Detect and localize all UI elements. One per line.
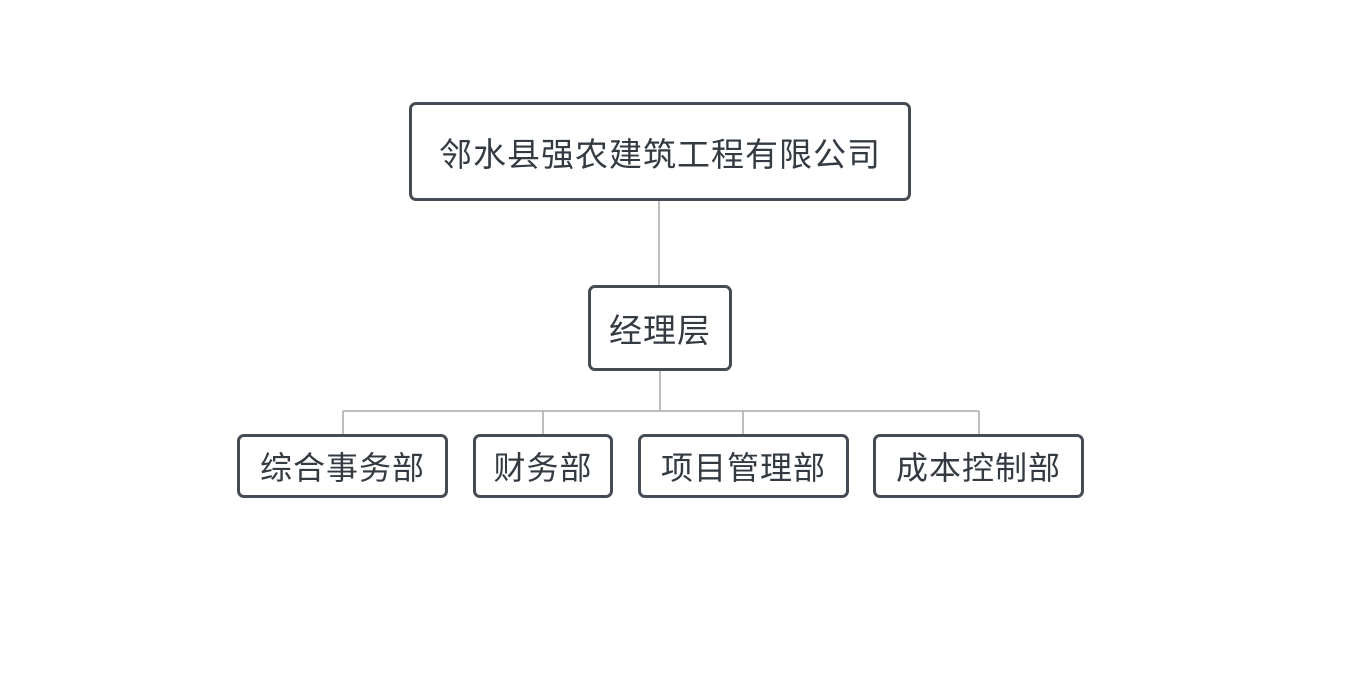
department-node-label: 项目管理部 xyxy=(660,449,826,487)
company-node[interactable]: 邻水县强农建筑工程有限公司 xyxy=(409,102,911,201)
department-node-finance[interactable]: 财务部 xyxy=(473,434,613,498)
department-node-label: 综合事务部 xyxy=(259,449,425,487)
department-node-label: 财务部 xyxy=(493,449,593,487)
department-node-general-affairs[interactable]: 综合事务部 xyxy=(237,434,448,498)
company-node-label: 邻水县强农建筑工程有限公司 xyxy=(439,134,881,174)
department-node-label: 成本控制部 xyxy=(895,449,1061,487)
department-node-cost-control[interactable]: 成本控制部 xyxy=(873,434,1084,498)
management-node-label: 经理层 xyxy=(609,311,711,350)
management-node[interactable]: 经理层 xyxy=(588,285,732,371)
department-node-project-management[interactable]: 项目管理部 xyxy=(638,434,849,498)
